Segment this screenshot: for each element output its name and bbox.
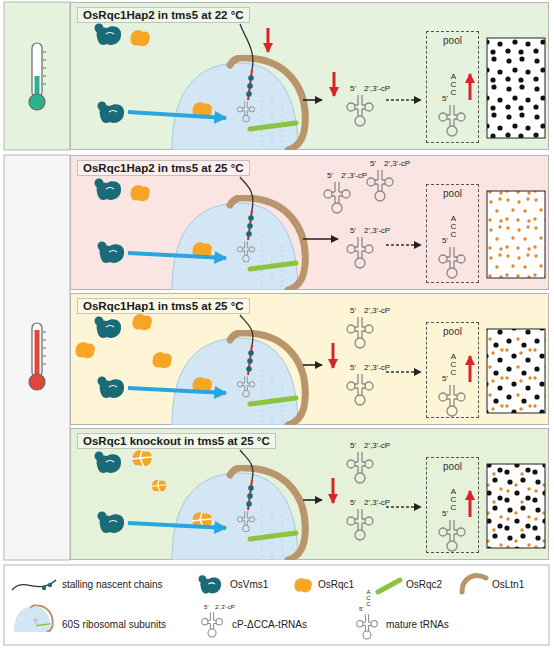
legend-text: OsVms1 bbox=[230, 579, 268, 590]
temperature-column bbox=[4, 155, 70, 560]
trna-end-label: 2',3'-cP bbox=[384, 160, 410, 168]
trna-end-label: 5' bbox=[350, 85, 356, 93]
trna-end-label: 5' bbox=[350, 499, 356, 507]
panel-title: OsRqc1Hap2 in tms5 at 25 °C bbox=[77, 160, 250, 176]
legend-box bbox=[4, 565, 549, 645]
pool-label: pool bbox=[427, 188, 478, 199]
legend-entry: OsLtn1 bbox=[492, 579, 524, 590]
trna-end-label: 5' bbox=[442, 375, 448, 383]
trna-end-label: A C C bbox=[366, 589, 371, 607]
legend-text: cP-ΔCCA-tRNAs bbox=[232, 619, 307, 630]
trna-end-label: A C C bbox=[450, 353, 457, 377]
trna-end-label: 2',3'-cP bbox=[215, 604, 235, 610]
trna-end-label: A C C bbox=[450, 488, 457, 512]
trna-end-label: 5' bbox=[350, 364, 356, 372]
trna-end-label: 2',3'-cP bbox=[364, 499, 390, 507]
pool-label: pool bbox=[427, 461, 478, 472]
trna-end-label: 5' bbox=[442, 237, 448, 245]
panel-title: OsRqc1Hap1 in tms5 at 25 °C bbox=[77, 298, 250, 314]
trna-end-label: 5' bbox=[350, 307, 356, 315]
legend-entry: OsRqc2 bbox=[406, 579, 442, 590]
trna-end-label: 5' bbox=[204, 604, 208, 610]
condition-panel: OsRqc1Hap2 in tms5 at 22 °C pool bbox=[70, 2, 549, 150]
thermometer-icon bbox=[29, 323, 46, 390]
thermometer-icon bbox=[29, 43, 46, 110]
panel-title: OsRqc1 knockout in tms5 at 25 °C bbox=[77, 433, 276, 449]
legend-entry: stalling nascent chains bbox=[62, 579, 163, 590]
trna-end-label: 2',3'-cP bbox=[364, 85, 390, 93]
legend-entry: OsRqc1 bbox=[318, 579, 354, 590]
trna-end-label: 5' bbox=[350, 442, 356, 450]
legend-icons bbox=[12, 575, 486, 639]
legend-text: OsRqc1 bbox=[318, 579, 354, 590]
trna-end-label: 5' bbox=[370, 160, 376, 168]
legend-entry: mature tRNAs bbox=[386, 619, 449, 630]
trna-end-label: 5' bbox=[442, 510, 448, 518]
trna-end-label: 5' bbox=[327, 172, 333, 180]
legend-entry: 60S ribosomal subunits bbox=[62, 619, 166, 630]
legend-entry: OsVms1 bbox=[230, 579, 268, 590]
trna-end-label: A C C bbox=[450, 215, 457, 239]
trna-end-label: 5' bbox=[442, 95, 448, 103]
temperature-column bbox=[4, 2, 70, 150]
panel-title: OsRqc1Hap2 in tms5 at 22 °C bbox=[77, 7, 250, 23]
pool-label: pool bbox=[427, 35, 478, 46]
pool-label: pool bbox=[427, 326, 478, 337]
trna-end-label: 2',3'-cP bbox=[364, 364, 390, 372]
trna-end-label: 5' bbox=[350, 227, 356, 235]
trna-end-label: 2',3'-cP bbox=[364, 227, 390, 235]
trna-end-label: 2',3'-cP bbox=[364, 442, 390, 450]
legend-text: OsRqc2 bbox=[406, 579, 442, 590]
legend-text: OsLtn1 bbox=[492, 579, 524, 590]
trna-end-label: A C C bbox=[450, 73, 457, 97]
legend-entry: cP-ΔCCA-tRNAs bbox=[232, 619, 307, 630]
trna-end-label: 2',3'-cP bbox=[341, 172, 367, 180]
trna-end-label: 5' bbox=[359, 606, 363, 612]
condition-panel: OsRqc1Hap1 in tms5 at 25 °C pool bbox=[70, 293, 549, 425]
condition-panel: OsRqc1 knockout in tms5 at 25 °C pool bbox=[70, 428, 549, 560]
legend-text: 60S ribosomal subunits bbox=[62, 619, 166, 630]
condition-panel: OsRqc1Hap2 in tms5 at 25 °C pool bbox=[70, 155, 549, 290]
trna-end-label: 2',3'-cP bbox=[364, 307, 390, 315]
legend-text: stalling nascent chains bbox=[62, 579, 163, 590]
legend-text: mature tRNAs bbox=[386, 619, 449, 630]
